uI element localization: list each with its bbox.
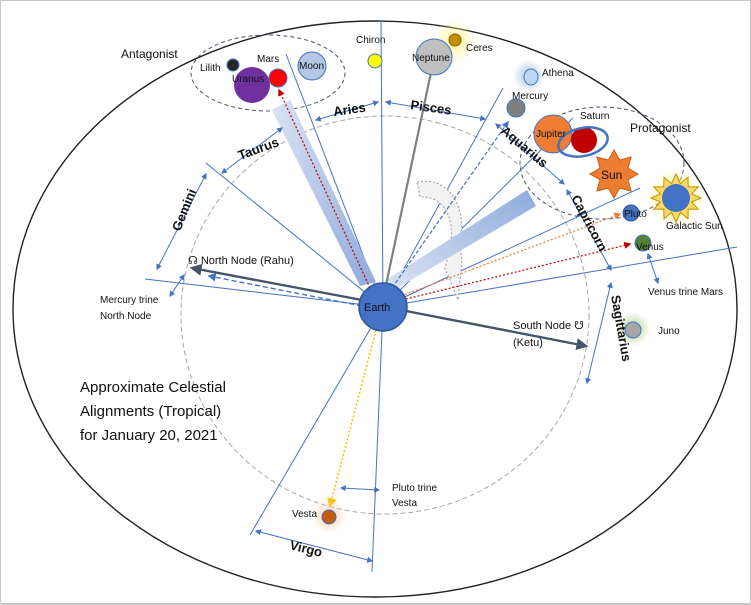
north-node-dashed-arrow — [207, 273, 363, 307]
caption-line-1: Approximate Celestial — [80, 379, 226, 396]
pluto-icon — [622, 204, 640, 222]
neptune-arrow — [384, 61, 436, 286]
south-node-label: South Node ☋ — [513, 320, 584, 332]
south-node-arrow — [405, 309, 589, 351]
venus-dotted-arrow — [401, 241, 632, 301]
moon-icon — [297, 51, 327, 81]
saturn-icon — [571, 127, 597, 153]
mars-dotted-arrow — [278, 88, 371, 289]
chiron-label: Chiron — [356, 35, 385, 46]
neptune-label: Neptune — [412, 53, 450, 64]
uranus-label: Uranus — [232, 74, 264, 85]
mars-icon — [268, 68, 288, 88]
sign-virgo: Virgo — [288, 537, 324, 560]
galactic-sun-core — [662, 184, 690, 212]
juno-icon — [624, 321, 642, 339]
caption-line-2: Alignments (Tropical) — [80, 403, 221, 420]
jupiter-icon — [533, 114, 573, 154]
pluto-dotted-arrow — [400, 212, 622, 297]
mars-label: Mars — [257, 54, 279, 65]
north-node-label: ☊ North Node (Rahu) — [188, 255, 294, 267]
earth-icon — [358, 282, 408, 332]
ceres-icon — [448, 33, 462, 47]
vesta-dotted-arrow — [327, 329, 377, 508]
ceres-label: Ceres — [466, 43, 493, 54]
sign-gemini: Gemini — [169, 187, 199, 233]
curved-motion-arrow — [416, 180, 463, 301]
mercury-trine-label-2: North Node — [100, 311, 152, 322]
venus-trine-label: Venus trine Mars — [648, 287, 723, 298]
south-node-label-2: (Ketu) — [513, 337, 543, 349]
sign-span-arrows — [156, 99, 660, 563]
antagonist-group-ellipse — [190, 34, 346, 112]
jupiter-label: Jupiter — [536, 129, 567, 140]
sign-capricorn: Capricorn — [568, 192, 610, 253]
mercury-label: Mercury — [512, 91, 548, 102]
vesta-icon — [321, 509, 337, 525]
mercury-dashed-arrow — [391, 120, 509, 289]
pluto-trine-label: Pluto trine — [392, 483, 437, 494]
uranus-icon — [234, 67, 270, 103]
athena-icon — [523, 68, 539, 86]
venus-label: Venus — [636, 242, 664, 253]
caption-line-3: for January 20, 2021 — [80, 427, 218, 444]
outer-ellipse — [12, 20, 738, 598]
protagonist-label: Protagonist — [630, 121, 691, 135]
saturn-label: Saturn — [580, 111, 609, 122]
north-node-arrow — [189, 263, 363, 302]
galactic-sun-label: Galactic Sun — [666, 221, 723, 232]
saturn-ring-icon — [557, 126, 609, 158]
pluto-label: Pluto — [624, 209, 647, 220]
antagonist-beam — [272, 100, 376, 286]
protagonist-beam — [386, 190, 536, 290]
moon-label: Moon — [299, 61, 324, 72]
neptune-icon — [415, 38, 453, 76]
juno-label: Juno — [658, 326, 680, 337]
sign-aries: Aries — [332, 100, 366, 119]
earth-label: Earth — [364, 302, 390, 314]
sign-taurus: Taurus — [236, 134, 281, 163]
pluto-trine-label-2: Vesta — [392, 498, 417, 509]
mercury-trine-label: Mercury trine — [100, 295, 159, 306]
vesta-label: Vesta — [292, 509, 317, 520]
sign-pisces: Pisces — [410, 97, 453, 118]
mercury-icon — [506, 98, 526, 118]
lilith-label: Lilith — [200, 63, 221, 74]
venus-icon — [634, 234, 652, 252]
athena-label: Athena — [542, 68, 574, 79]
sun-icon — [588, 148, 640, 200]
antagonist-label: Antagonist — [121, 47, 178, 61]
lilith-icon — [226, 58, 240, 72]
chiron-icon — [367, 53, 383, 69]
sun-label: Sun — [601, 168, 622, 182]
